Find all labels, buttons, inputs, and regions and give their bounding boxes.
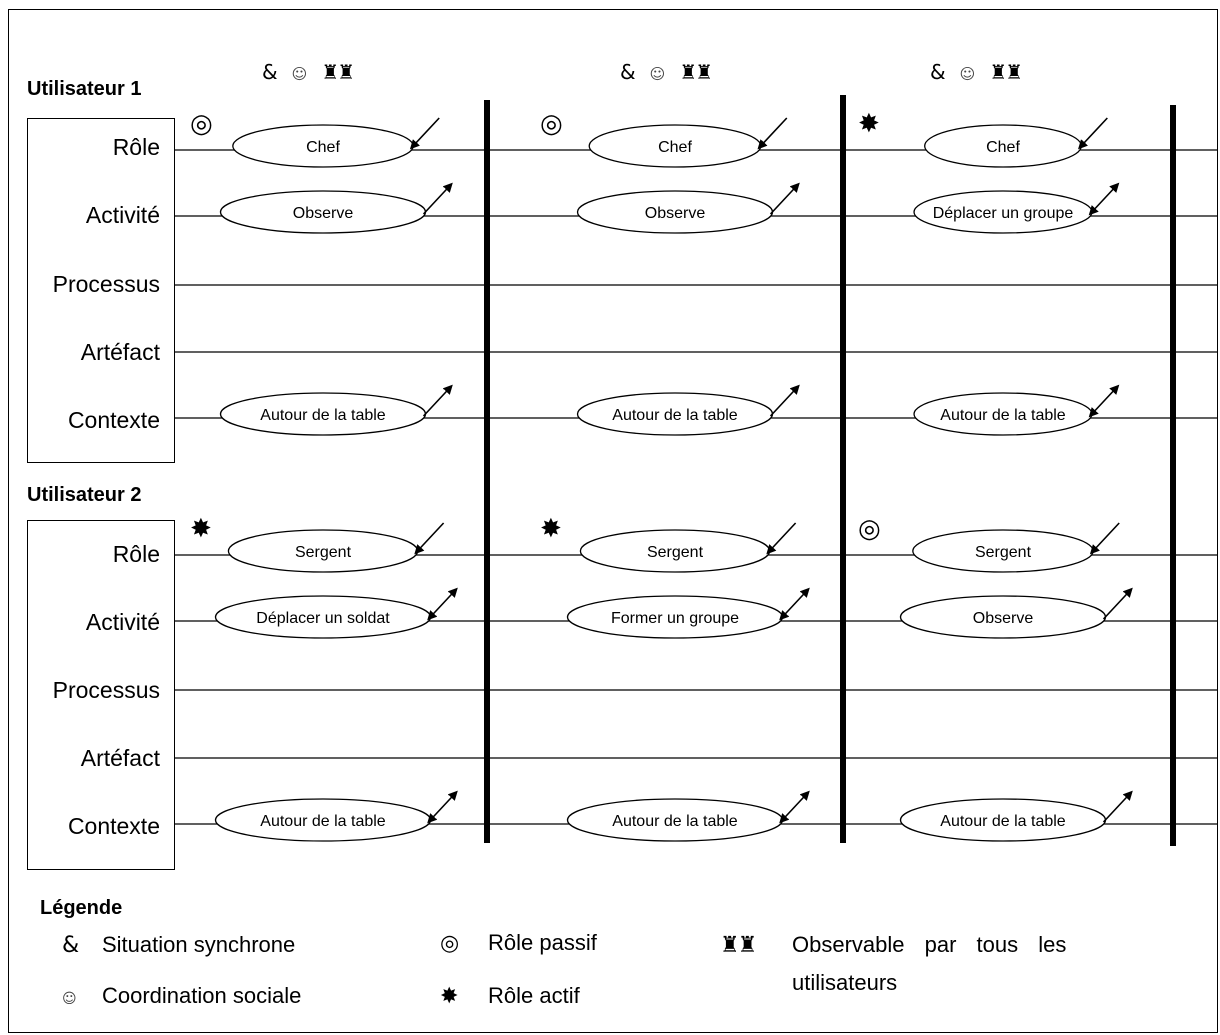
row-label-artefact: Artéfact (80, 339, 160, 365)
social-coordination-icon: ☺ (62, 991, 77, 1007)
observable-icon: ♜♜ (321, 60, 355, 84)
arrow-in-icon (409, 117, 440, 150)
social-coordination-icon: ☺ (959, 65, 976, 83)
row-label-process: Processus (52, 271, 160, 297)
activity-node-label: Déplacer un soldat (256, 610, 390, 627)
arrow-out-icon (1102, 790, 1133, 823)
sync-icon: & (62, 933, 80, 958)
row-label-context: Contexte (67, 813, 160, 839)
arrow-both-icon (427, 587, 458, 621)
legend-item-active-role: ✸Rôle actif (440, 983, 580, 1009)
context-node-label: Autour de la table (940, 813, 1066, 830)
legend-title: Légende (40, 897, 123, 919)
passive-role-icon: ◎ (540, 109, 563, 139)
row-label-activity: Activité (85, 202, 160, 228)
observable-icon: ♜♜ (720, 933, 757, 958)
social-coordination-icon: ☺ (649, 65, 666, 83)
active-role-icon: ✸ (190, 514, 212, 544)
role-node-label: Chef (658, 139, 692, 156)
activity-node-label: Former un groupe (611, 610, 739, 627)
arrow-out-icon (1102, 587, 1133, 620)
row-label-role: Rôle (112, 134, 160, 160)
role-node-label: Sergent (647, 544, 704, 561)
sync-icon: & (930, 60, 946, 84)
observable-icon: ♜♜ (989, 60, 1023, 84)
observable-icon: ♜♜ (679, 60, 713, 84)
activity-node-label: Observe (645, 205, 706, 222)
row-label-role: Rôle (112, 541, 160, 567)
row-label-process: Processus (52, 677, 160, 703)
row-label-artefact: Artéfact (80, 745, 160, 771)
role-node-label: Chef (306, 139, 340, 156)
arrow-out-icon (422, 182, 453, 215)
user-2-label-box: Rôle Activité Processus Artéfact Context… (27, 520, 175, 870)
arrow-in-icon (1078, 117, 1108, 150)
user-2-title: Utilisateur 2 (27, 484, 142, 506)
arrow-out-icon (769, 384, 800, 417)
sync-icon: & (620, 60, 636, 84)
sync-icon: & (262, 60, 278, 84)
activity-node-label: Observe (973, 610, 1034, 627)
context-node-label: Autour de la table (260, 407, 386, 424)
legend-item-social: ☺Coordination sociale (62, 983, 302, 1008)
active-role-icon: ✸ (540, 514, 562, 544)
active-role-icon: ✸ (440, 984, 459, 1009)
arrow-both-icon (779, 587, 810, 621)
header-symbols-col-2: &☺ ♜♜ (620, 60, 725, 86)
role-node-label: Sergent (975, 544, 1032, 561)
user-1-title: Utilisateur 1 (27, 78, 142, 100)
arrow-in-icon (757, 117, 788, 150)
row-label-context: Contexte (67, 407, 160, 433)
activity-node-label: Déplacer un groupe (933, 205, 1074, 222)
context-node-label: Autour de la table (612, 813, 738, 830)
arrow-in-icon (766, 522, 797, 555)
arrow-both-icon (1088, 384, 1120, 418)
social-coordination-icon: ☺ (291, 65, 308, 83)
user-1-label-box: Rôle Activité Processus Artéfact Context… (27, 118, 175, 463)
legend-item-sync: &Situation synchrone (62, 932, 296, 958)
active-role-icon: ✸ (858, 109, 880, 139)
context-node-label: Autour de la table (612, 407, 738, 424)
header-symbols-col-3: &☺ ♜♜ (930, 60, 1035, 86)
diagram-frame (8, 9, 1218, 1033)
arrow-in-icon (414, 522, 445, 555)
arrow-out-icon (769, 182, 800, 215)
arrow-both-icon (779, 790, 810, 824)
row-label-activity: Activité (85, 609, 160, 635)
context-node-label: Autour de la table (260, 813, 386, 830)
arrow-out-icon (422, 384, 453, 417)
passive-role-icon: ◎ (858, 514, 881, 544)
activity-node-label: Observe (293, 205, 354, 222)
arrow-both-icon (1088, 182, 1120, 216)
role-node-label: Sergent (295, 544, 352, 561)
role-node-label: Chef (986, 139, 1020, 156)
legend-item-passive-role: ◎Rôle passif (440, 930, 597, 956)
passive-role-icon: ◎ (190, 109, 213, 139)
arrow-in-icon (1089, 522, 1120, 555)
arrow-both-icon (427, 790, 458, 824)
context-node-label: Autour de la table (940, 407, 1066, 424)
passive-role-icon: ◎ (440, 931, 460, 956)
header-symbols-col-1: &☺ ♜♜ (262, 60, 367, 86)
legend-item-observable-cont: utilisateurs (792, 970, 898, 995)
legend-item-observable: ♜♜Observable par tous les (720, 932, 1067, 958)
